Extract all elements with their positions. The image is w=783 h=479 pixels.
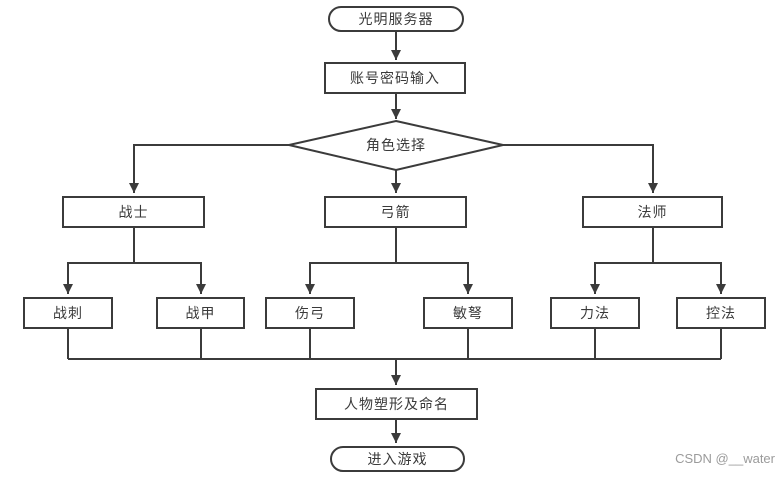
node-naming: 人物塑形及命名	[315, 388, 478, 420]
node-archer: 弓箭	[324, 196, 467, 228]
node-agile-crossbow: 敏弩	[423, 297, 513, 329]
node-warrior-label: 战士	[118, 204, 149, 220]
node-warrior: 战士	[62, 196, 205, 228]
node-mage: 法师	[582, 196, 723, 228]
node-enter-game: 进入游戏	[330, 446, 465, 472]
node-strength-mage: 力法	[550, 297, 640, 329]
node-warrior-spike-label: 战刺	[53, 305, 83, 321]
node-control-mage-label: 控法	[706, 305, 736, 321]
node-control-mage: 控法	[676, 297, 766, 329]
node-enter-game-label: 进入游戏	[367, 451, 428, 467]
csdn-watermark: CSDN @__water	[675, 451, 775, 466]
node-login: 账号密码输入	[324, 62, 466, 94]
node-role-select-label: 角色选择	[366, 137, 426, 153]
node-strength-mage-label: 力法	[580, 305, 610, 321]
node-agile-crossbow-label: 敏弩	[453, 305, 483, 321]
node-warrior-spike: 战刺	[23, 297, 113, 329]
node-mage-label: 法师	[637, 204, 668, 220]
node-server-label: 光明服务器	[358, 11, 434, 27]
node-warrior-armor: 战甲	[156, 297, 245, 329]
node-role-select: 角色选择	[321, 131, 471, 159]
node-damage-bow: 伤弓	[265, 297, 355, 329]
node-naming-label: 人物塑形及命名	[344, 396, 449, 412]
node-damage-bow-label: 伤弓	[295, 305, 325, 321]
node-server: 光明服务器	[328, 6, 464, 32]
node-archer-label: 弓箭	[380, 204, 411, 220]
node-login-label: 账号密码输入	[350, 70, 440, 86]
node-warrior-armor-label: 战甲	[185, 305, 216, 321]
